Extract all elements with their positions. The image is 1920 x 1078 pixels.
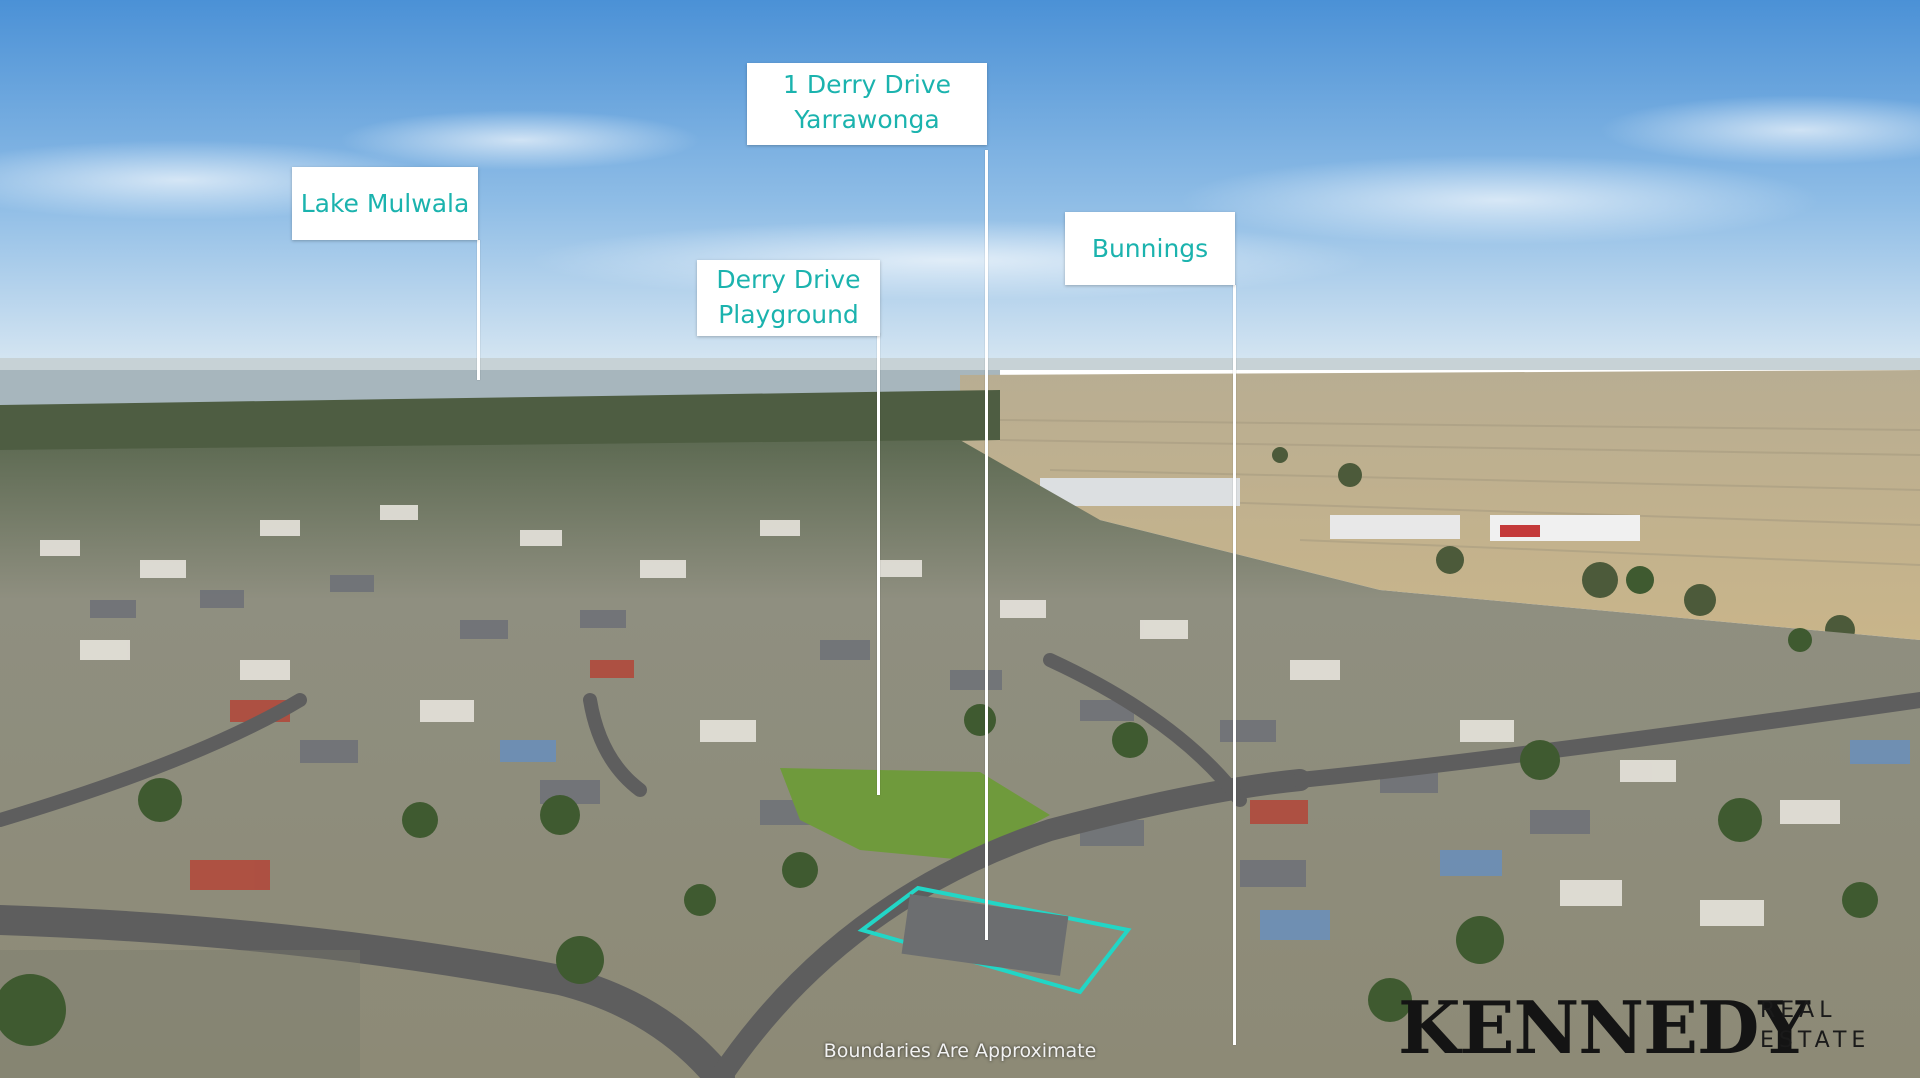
boundaries-disclaimer: Boundaries Are Approximate <box>823 1040 1097 1062</box>
property-line2: Yarrawonga <box>794 105 940 134</box>
property-callout-line <box>985 150 988 940</box>
derry-drive-playground-label: Derry Drive Playground <box>697 260 880 336</box>
brand-name: KENNEDY <box>1398 985 1810 1070</box>
farmland <box>960 370 1920 640</box>
cloud <box>1600 95 1920 165</box>
houses <box>40 505 1910 940</box>
lake-mulwala-label: Lake Mulwala <box>292 167 478 240</box>
commercial-roof <box>1500 525 1540 537</box>
brand-sub-line2: ESTATE <box>1760 1028 1871 1053</box>
brand-subtitle: REAL ESTATE <box>1760 996 1870 1056</box>
playground-line2: Playground <box>718 300 859 329</box>
playground-line1: Derry Drive <box>716 265 861 294</box>
bunnings-label: Bunnings <box>1065 212 1235 285</box>
lake-callout-line <box>477 240 480 380</box>
lake-mulwala-text: Lake Mulwala <box>300 189 470 218</box>
horizon-haze <box>0 358 1920 370</box>
playground-callout-line <box>877 333 880 795</box>
derry-drive-park <box>780 768 1050 860</box>
bunnings-callout-line <box>1233 285 1236 1045</box>
suburb <box>0 440 1920 1078</box>
kennedy-real-estate-logo: KENNEDY REAL ESTATE <box>1398 988 1908 1068</box>
commercial-building <box>1040 478 1240 506</box>
cloud <box>340 110 700 170</box>
brand-sub-line1: REAL <box>1760 998 1837 1023</box>
trees <box>0 566 1878 1046</box>
commercial-building <box>1330 515 1460 539</box>
property-line1: 1 Derry Drive <box>783 70 951 99</box>
field-stripes <box>999 419 1920 566</box>
cloud <box>530 220 1370 300</box>
property-boundary <box>857 885 1132 995</box>
property-address-label: 1 Derry Drive Yarrawonga <box>747 63 987 145</box>
cloud <box>1180 155 1820 245</box>
bunnings-text: Bunnings <box>1091 234 1209 263</box>
field-trees <box>1272 447 1855 645</box>
